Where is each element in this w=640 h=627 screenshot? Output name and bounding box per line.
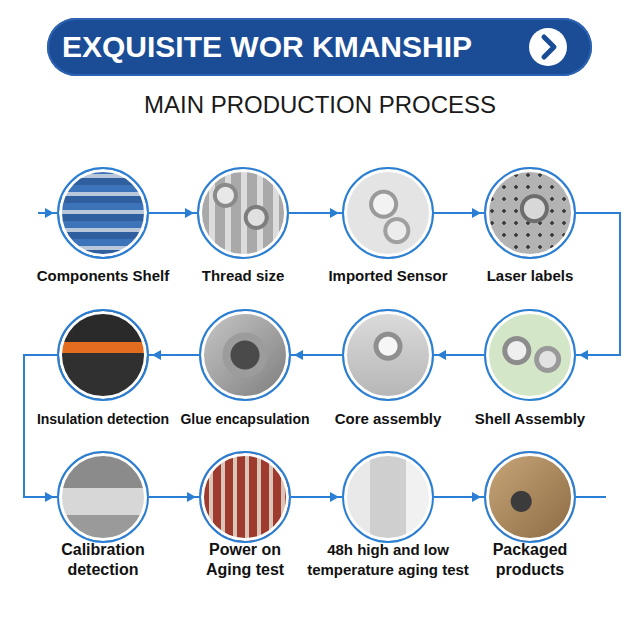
process-circle: Imported Sensor	[342, 167, 434, 259]
process-circle: Components Shelf	[57, 167, 149, 259]
process-circle: Laser labels	[484, 167, 576, 259]
step-label: Thread size	[202, 266, 285, 286]
flow-connector	[149, 208, 197, 218]
subtitle: MAIN PRODUCTION PROCESS	[0, 90, 640, 120]
arrowhead	[45, 208, 54, 218]
arrowhead	[330, 492, 339, 502]
process-circle: Insulation detection	[57, 309, 149, 401]
step-label: Insulation detection	[37, 409, 169, 429]
process-circle: Calibration detection	[57, 451, 149, 543]
step-label: Imported Sensor	[328, 266, 447, 286]
arrowhead	[472, 492, 481, 502]
process-circle: Thread size	[197, 167, 289, 259]
icon-chevron	[544, 37, 554, 57]
arrowhead	[472, 208, 481, 218]
arrowhead	[185, 208, 194, 218]
arrowhead	[45, 492, 54, 502]
process-circle: Core assembly	[342, 309, 434, 401]
step-label: Shell Assembly	[475, 409, 585, 429]
step-label: Packaged products	[480, 540, 580, 580]
step-label: Calibration detection	[53, 540, 153, 580]
chevron-icon	[527, 26, 569, 68]
process-circle: Power on Aging test	[199, 451, 291, 543]
lead-in-line	[38, 208, 57, 218]
process-circle: Packaged products	[484, 451, 576, 543]
connector-line	[576, 213, 620, 355]
flow-connector	[291, 350, 342, 360]
arrowhead	[294, 350, 303, 360]
step-label: Power on Aging test	[195, 540, 295, 580]
flow-connector	[289, 208, 342, 218]
flow-connector	[291, 492, 342, 502]
arrowhead	[152, 350, 161, 360]
arrowhead	[330, 208, 339, 218]
process-circle: Glue encapsulation	[199, 309, 291, 401]
step-label: Components Shelf	[37, 266, 170, 286]
step-label: Core assembly	[335, 409, 442, 429]
step-label: 48h high and low temperature aging test	[298, 540, 478, 580]
flow-connector	[149, 492, 199, 502]
arrowhead	[579, 350, 588, 360]
flow-connector	[149, 350, 199, 360]
flow-connector	[434, 350, 484, 360]
title: EXQUISITE WOR KMANSHIP	[62, 18, 472, 76]
arrowhead	[187, 492, 196, 502]
arrowhead	[437, 350, 446, 360]
process-circle: Shell Assembly	[484, 309, 576, 401]
icon-circle	[529, 28, 567, 66]
flow-connector	[434, 208, 484, 218]
process-circle: 48h high and low temperature aging test	[342, 451, 434, 543]
lead-out-line	[576, 497, 606, 498]
flow-connector	[24, 355, 57, 502]
flow-connector	[576, 213, 620, 360]
step-label: Laser labels	[487, 266, 574, 286]
flow-connector	[434, 492, 484, 502]
step-label: Glue encapsulation	[180, 409, 309, 429]
lead-line	[576, 496, 606, 498]
